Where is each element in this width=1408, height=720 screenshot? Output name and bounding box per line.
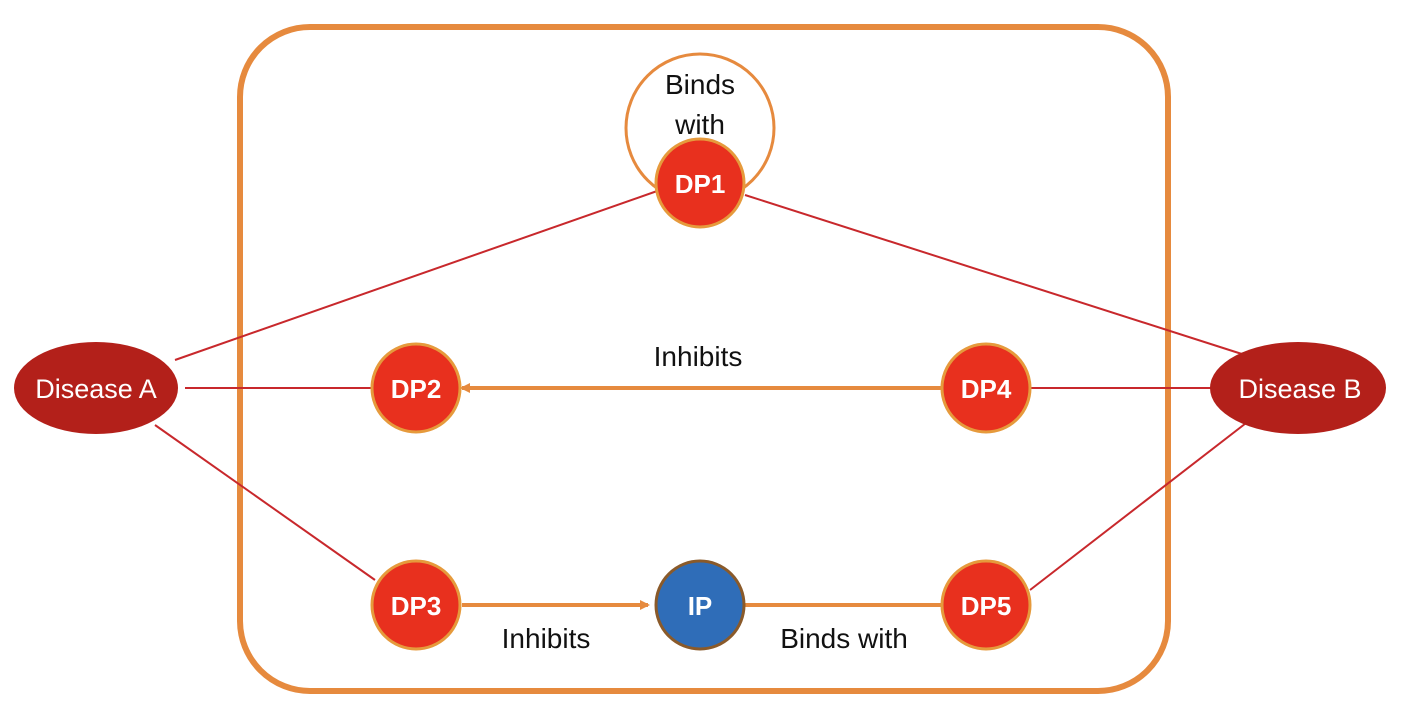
ip-label: IP: [688, 591, 713, 621]
dp5-label: DP5: [961, 591, 1012, 621]
disease-b-node[interactable]: [1210, 342, 1386, 434]
dp1-label: DP1: [675, 169, 726, 199]
edge-dp5-disease-b: [1029, 419, 1251, 591]
disease-a-label: Disease A: [35, 374, 157, 404]
drug-protein-frame: [237, 24, 1171, 694]
edge-disease-a-dp3: [154, 424, 376, 581]
inhibits-label-bottom: Inhibits: [502, 623, 591, 654]
dp4-label: DP4: [961, 374, 1012, 404]
ip-node[interactable]: [654, 559, 746, 651]
inhibits-label-top: Inhibits: [654, 341, 743, 372]
dp3-label: DP3: [391, 591, 442, 621]
binds-with-label-bottom: Binds with: [780, 623, 908, 654]
self-loop-label-line2: with: [674, 109, 725, 140]
self-loop-label-line1: Binds: [665, 69, 735, 100]
dp3-node[interactable]: [370, 559, 462, 651]
edge-disease-a-dp1: [174, 189, 661, 361]
edge-dp1-disease-b: [744, 194, 1246, 356]
disease-b-label: Disease B: [1238, 374, 1361, 404]
dp1-node[interactable]: [654, 137, 746, 229]
dp4-node[interactable]: [940, 342, 1032, 434]
dp2-label: DP2: [391, 374, 442, 404]
dp5-node[interactable]: [940, 559, 1032, 651]
disease-a-node[interactable]: [14, 342, 178, 434]
dp2-node[interactable]: [370, 342, 462, 434]
